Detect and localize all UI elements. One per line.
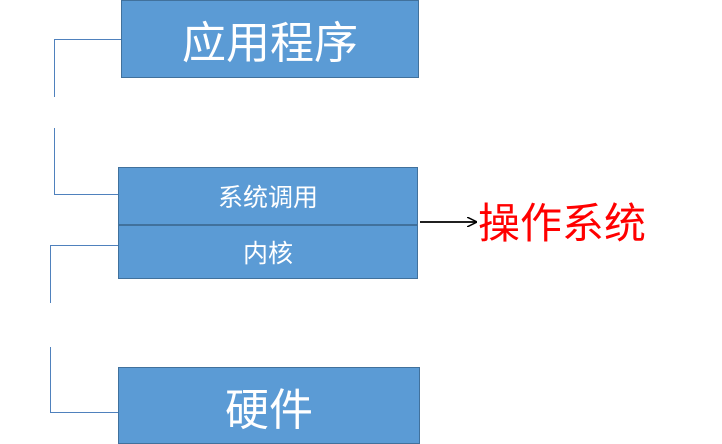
operating-system-label: 操作系统 bbox=[478, 199, 647, 248]
kernel-box: 内核 bbox=[118, 225, 418, 279]
connector-app-horizontal bbox=[54, 39, 121, 40]
connector-kernel-horizontal bbox=[50, 245, 118, 246]
kernel-label: 内核 bbox=[242, 239, 293, 268]
connector-app-vertical bbox=[54, 39, 55, 97]
application-box: 应用程序 bbox=[121, 0, 419, 78]
connector-hw-horizontal bbox=[50, 412, 118, 413]
connector-hw-vertical bbox=[50, 347, 51, 413]
system-call-box: 系统调用 bbox=[118, 167, 418, 225]
hardware-label: 硬件 bbox=[225, 384, 313, 436]
connector-syscall-horizontal bbox=[54, 194, 118, 195]
system-call-label: 系统调用 bbox=[217, 183, 318, 212]
application-label: 应用程序 bbox=[182, 18, 358, 69]
hardware-box: 硬件 bbox=[118, 367, 420, 444]
connector-kernel-vertical bbox=[50, 245, 51, 303]
connector-syscall-vertical bbox=[54, 128, 55, 195]
